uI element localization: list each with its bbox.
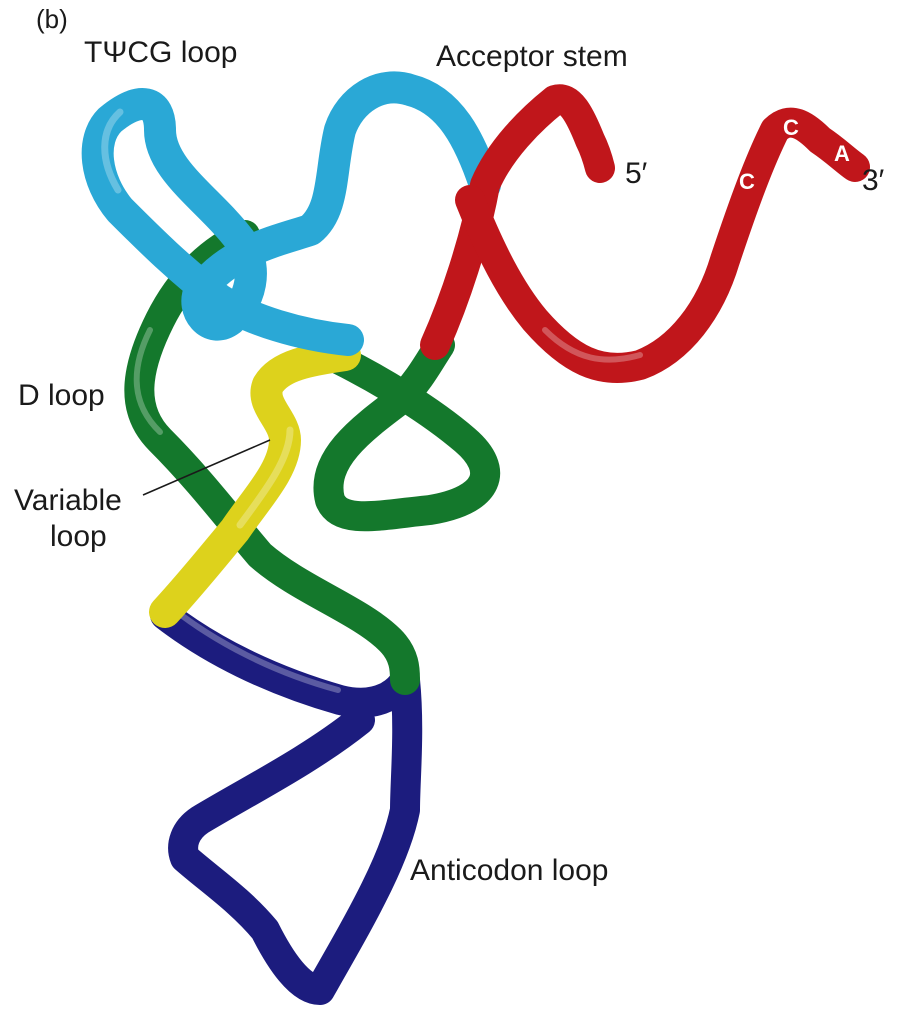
nucleotide-a: A bbox=[834, 141, 850, 166]
acceptor-stem-label: Acceptor stem bbox=[436, 40, 628, 73]
anticodon-loop-label: Anticodon loop bbox=[410, 854, 609, 887]
five-prime-label: 5′ bbox=[625, 157, 648, 190]
tpsicg-loop-label: TΨCG loop bbox=[84, 36, 237, 69]
three-prime-label: 3′ bbox=[862, 164, 885, 197]
variable-loop-label-line2: loop bbox=[50, 520, 107, 553]
variable-loop-label-line1: Variable bbox=[14, 484, 122, 517]
anticodon-loop-tube bbox=[165, 608, 407, 990]
nucleotide-c1: C bbox=[739, 169, 755, 194]
d-loop-label: D loop bbox=[18, 379, 105, 412]
panel-label: (b) bbox=[36, 4, 68, 34]
nucleotide-c2: C bbox=[783, 115, 799, 140]
